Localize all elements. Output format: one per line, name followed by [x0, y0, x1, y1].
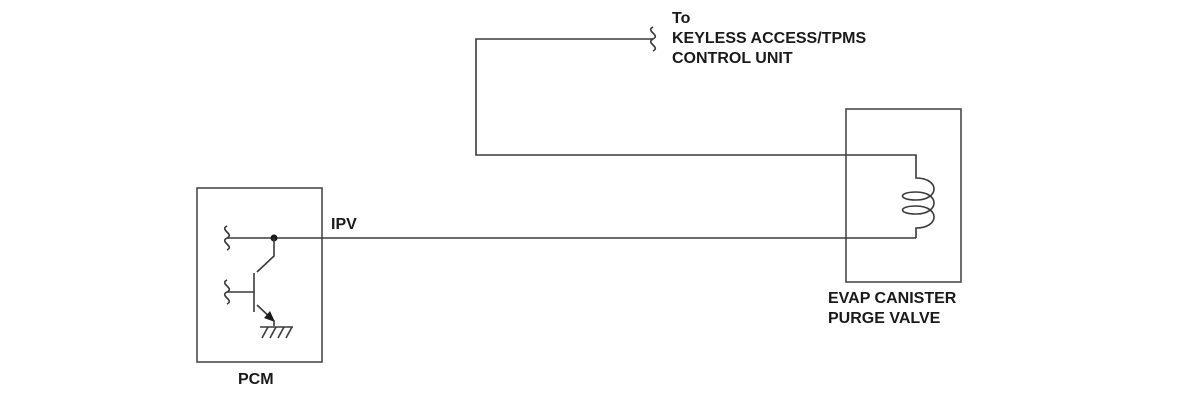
control-unit-label: CONTROL UNIT — [672, 50, 793, 67]
connector-break-icon — [649, 26, 657, 52]
to-label: To — [672, 10, 691, 27]
ipv-label: IPV — [331, 216, 357, 233]
pcm-label: PCM — [238, 371, 274, 388]
solenoid-coil-icon — [901, 165, 935, 238]
wire-keyless-access — [475, 38, 917, 165]
transistor-icon — [227, 238, 275, 326]
evap-valve-box — [845, 108, 962, 283]
purge-valve-label: PURGE VALVE — [828, 310, 941, 327]
pcm-connector-break-icon-upper — [223, 225, 231, 251]
pcm-box — [196, 187, 323, 363]
ground-icon — [260, 326, 293, 339]
keyless-access-label: KEYLESS ACCESS/TPMS — [672, 30, 867, 47]
evap-canister-label: EVAP CANISTER — [828, 290, 957, 307]
